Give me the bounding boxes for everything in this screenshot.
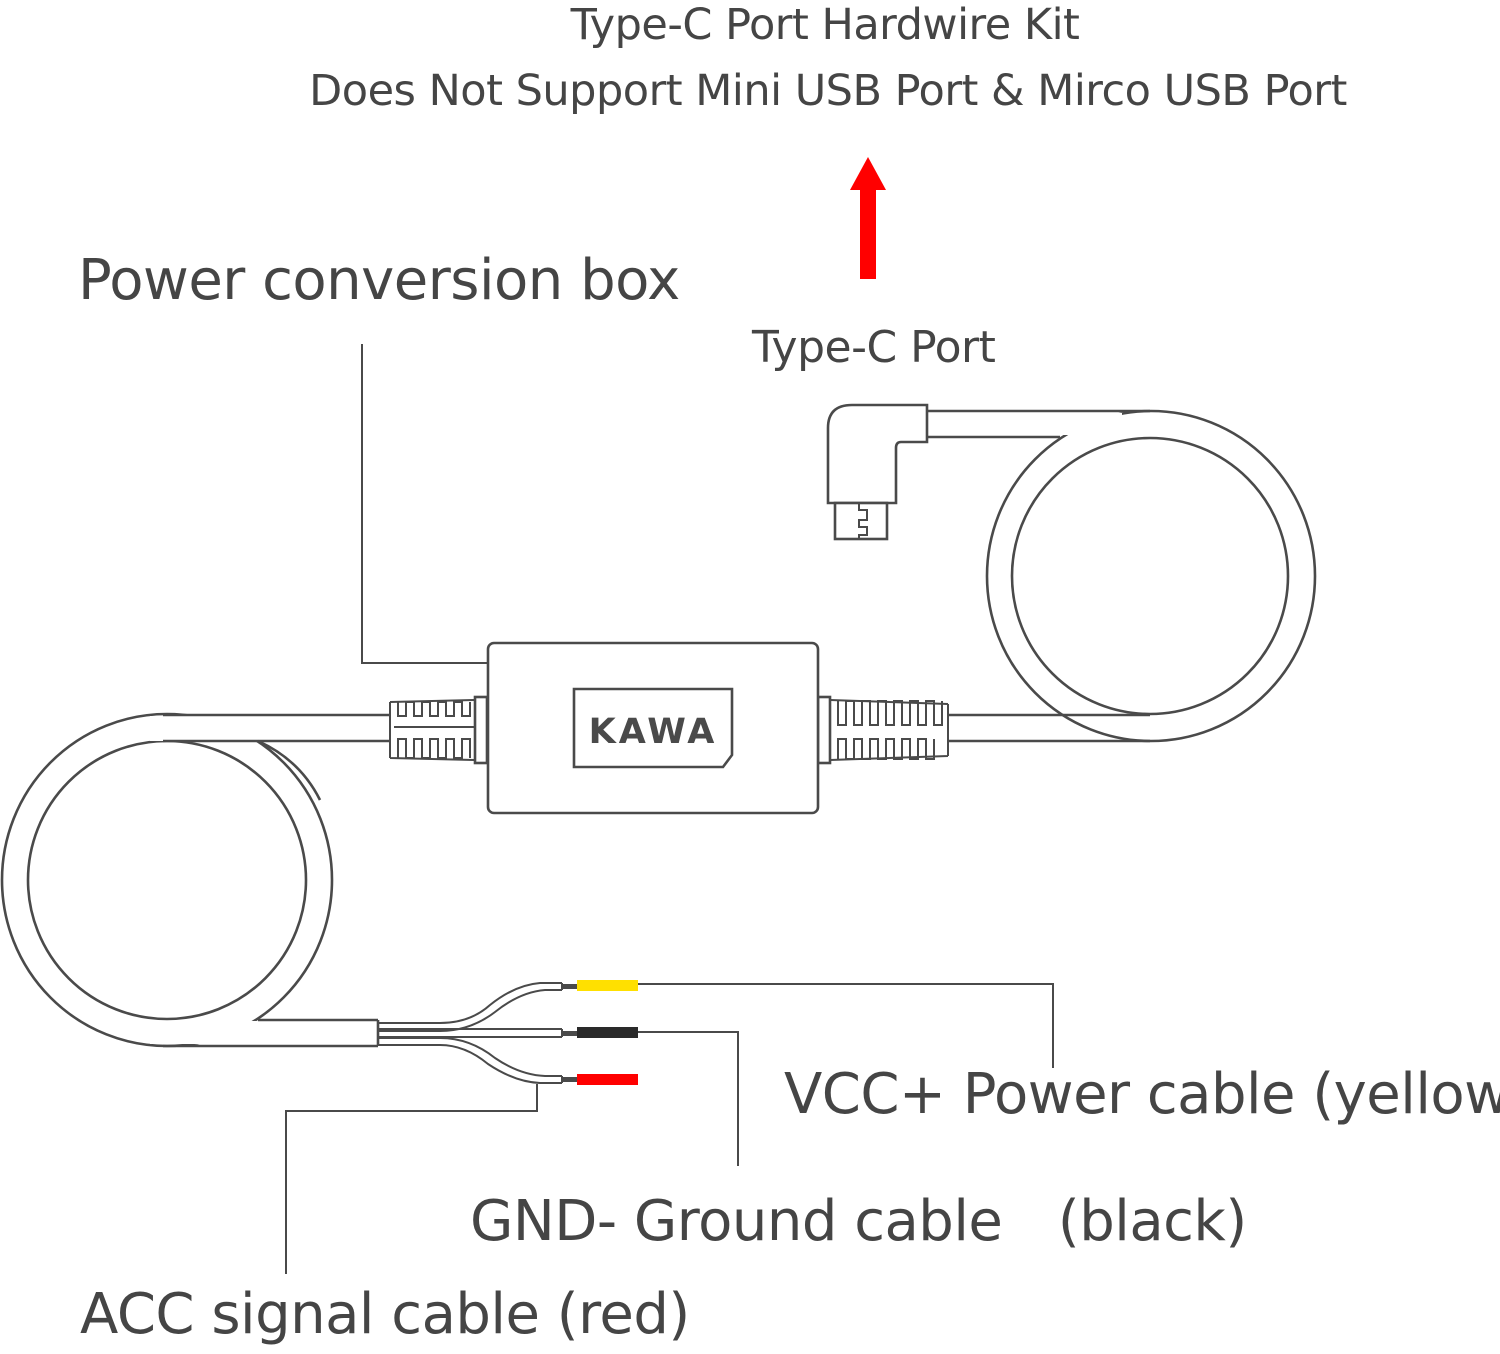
- left-cable-coil: [0, 712, 390, 1048]
- gnd-wire-tip: [577, 1027, 638, 1038]
- leader-line-gnd: [638, 1031, 739, 1166]
- acc-wire-tip: [577, 1074, 638, 1085]
- label-acc-signal-cable: ACC signal cable (red): [80, 1282, 690, 1347]
- brand-logo-text: KAWA: [589, 712, 718, 752]
- label-gnd-ground-cable: GND- Ground cable (black): [470, 1189, 1247, 1254]
- vcc-wire-tip: [577, 980, 638, 991]
- leader-line-vcc: [638, 983, 1054, 1068]
- leader-line-power-box: [361, 344, 488, 664]
- leader-line-acc: [285, 1084, 538, 1274]
- compatibility-note: Does Not Support Mini USB Port & Mirco U…: [309, 66, 1347, 116]
- power-conversion-box: [486, 641, 820, 815]
- label-power-conversion-box: Power conversion box: [78, 248, 680, 313]
- split-wires: [378, 982, 578, 1084]
- diagram-title: Type-C Port Hardwire Kit: [570, 0, 1080, 50]
- left-strain-relief: [389, 695, 489, 765]
- kawa-logo: KAWA: [572, 687, 734, 769]
- label-vcc-power-cable: VCC+ Power cable (yellow): [784, 1062, 1500, 1127]
- red-up-arrow-icon: [850, 157, 886, 279]
- type-c-connector-icon: [826, 403, 929, 541]
- label-type-c-port: Type-C Port: [752, 322, 996, 373]
- right-cable-coil: [927, 409, 1317, 743]
- right-strain-relief: [816, 695, 949, 765]
